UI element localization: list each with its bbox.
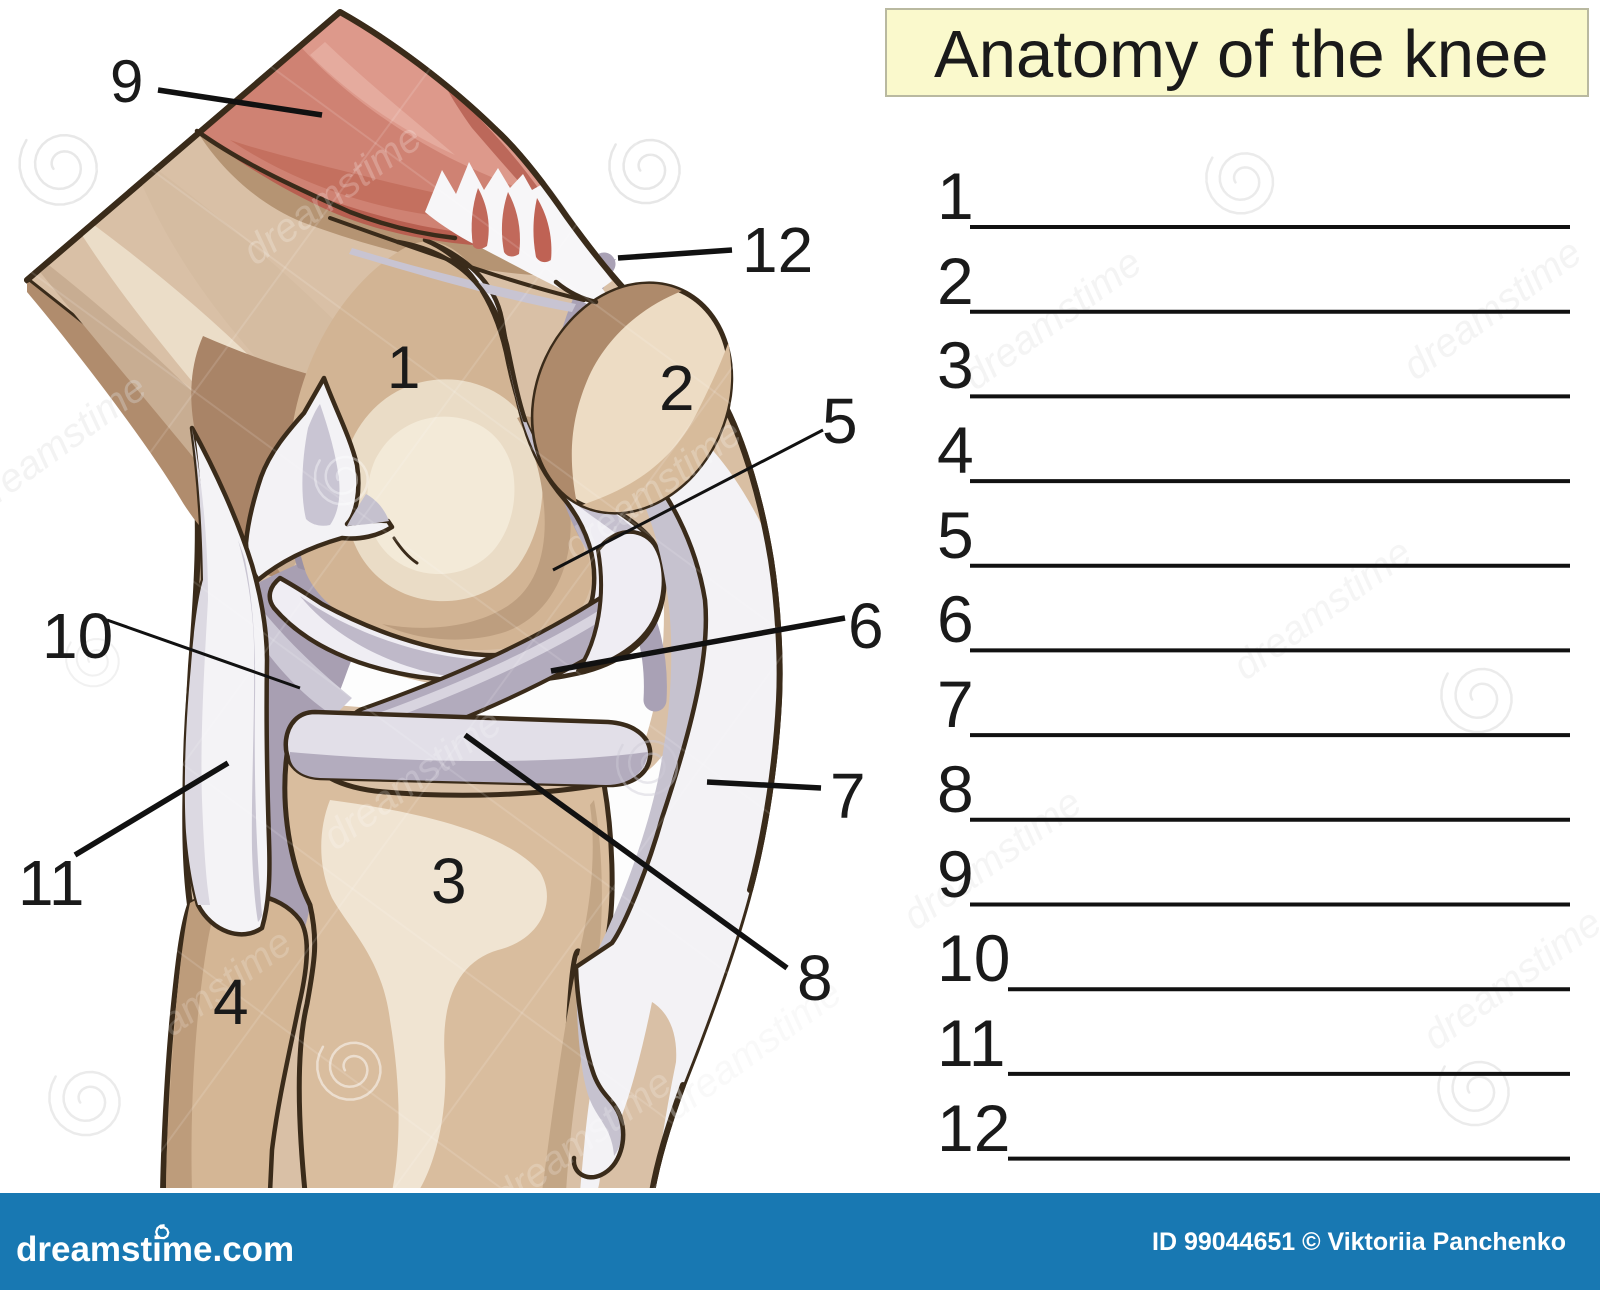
svg-text:8: 8 [797, 942, 833, 1014]
svg-text:9: 9 [937, 837, 974, 911]
svg-text:1: 1 [387, 334, 420, 401]
svg-text:5: 5 [937, 498, 974, 572]
svg-text:5: 5 [822, 385, 858, 457]
svg-text:7: 7 [937, 667, 974, 741]
svg-text:7: 7 [830, 760, 866, 832]
svg-text:12: 12 [742, 214, 813, 286]
svg-text:10: 10 [42, 600, 113, 672]
svg-text:12: 12 [937, 1091, 1010, 1165]
svg-text:4: 4 [213, 966, 249, 1038]
svg-text:3: 3 [431, 845, 467, 917]
svg-text:1: 1 [937, 159, 974, 233]
svg-text:11: 11 [18, 847, 84, 919]
svg-text:ID 99044651 © Viktoriia Panche: ID 99044651 © Viktoriia Panchenko [1152, 1228, 1566, 1256]
svg-text:6: 6 [937, 582, 974, 656]
svg-text:dreamstime.com: dreamstime.com [16, 1230, 294, 1269]
svg-text:11: 11 [937, 1006, 1006, 1080]
svg-text:3: 3 [937, 328, 974, 402]
svg-text:Anatomy of the knee: Anatomy of the knee [934, 17, 1549, 92]
svg-text:10: 10 [937, 921, 1010, 995]
svg-text:4: 4 [937, 413, 974, 487]
svg-text:9: 9 [110, 48, 143, 115]
svg-text:2: 2 [937, 244, 974, 318]
svg-text:2: 2 [659, 352, 695, 424]
svg-text:8: 8 [937, 752, 974, 826]
svg-text:6: 6 [848, 590, 884, 662]
